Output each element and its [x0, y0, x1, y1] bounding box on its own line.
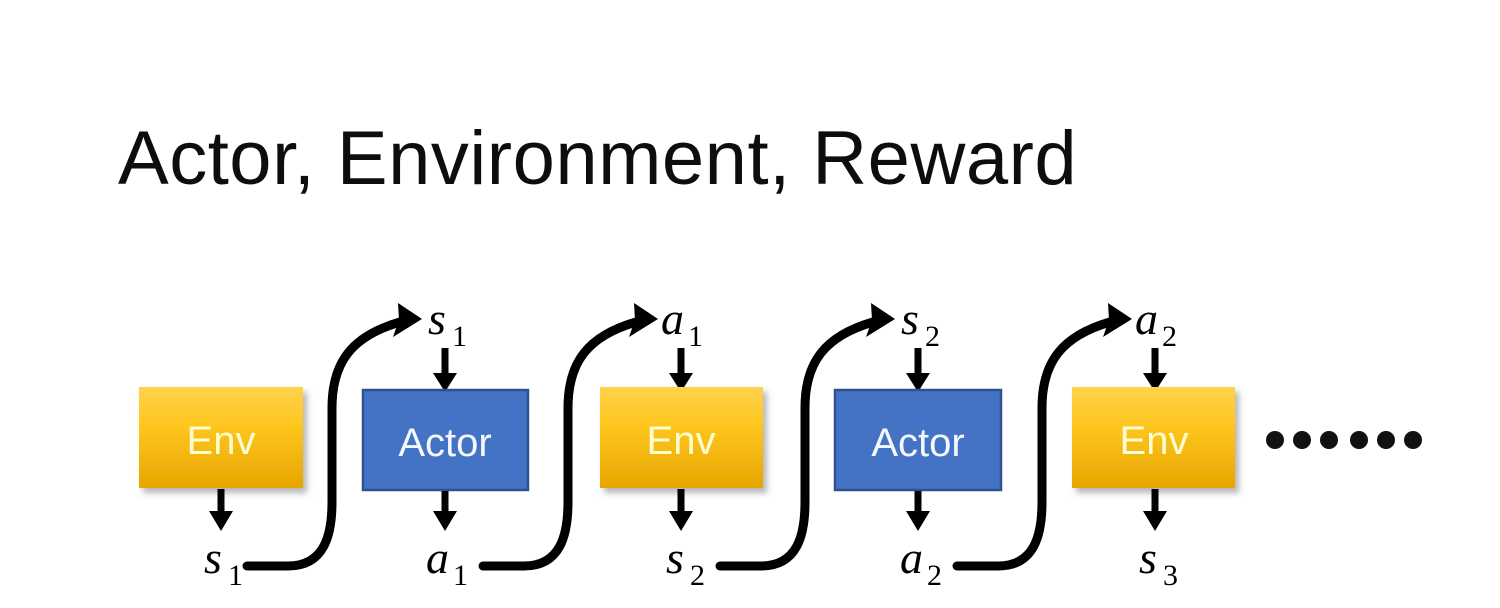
label-bottom-s2: s 2 [666, 532, 705, 592]
label-bottom-s2-sub: 2 [690, 559, 705, 592]
connector-a1-path [478, 317, 641, 571]
block-actor-1[interactable]: Actor [361, 388, 530, 492]
page-title: Actor, Environment, Reward [118, 116, 1078, 201]
label-top-s1: s 1 [428, 293, 467, 353]
connector-a1-arrowhead [629, 303, 658, 337]
arrow-a2-into-env3 [1143, 348, 1167, 392]
arrow-env1-to-s1 [209, 489, 233, 531]
label-bottom-s1: s 1 [204, 532, 243, 592]
arrow-actor1-to-a1 [433, 491, 457, 531]
block-actor-2-shape [833, 388, 1003, 492]
label-top-a2-base: a [1135, 293, 1158, 344]
label-bottom-a1: a 1 [426, 532, 468, 592]
block-env-2-shape [600, 387, 763, 488]
connector-s1-path [242, 317, 405, 571]
label-bottom-a2-sub: 2 [927, 559, 942, 592]
label-bottom-s3-base: s [1139, 532, 1157, 583]
label-bottom-s3-sub: 3 [1163, 559, 1178, 592]
connector-s1-arrowhead [393, 303, 422, 337]
label-bottom-s2-base: s [666, 532, 684, 583]
connector-s2 [715, 303, 895, 571]
block-env-2[interactable]: Env [600, 387, 763, 488]
arrow-a1-into-env2 [669, 348, 693, 392]
block-env-3-shape [1072, 387, 1235, 488]
label-top-s2-base: s [901, 293, 919, 344]
arrow-s2-into-actor2 [906, 348, 930, 392]
block-env-1-shape [139, 387, 303, 488]
block-env-3[interactable]: Env [1072, 387, 1235, 488]
process-blocks: Env Actor Env Actor Env [139, 387, 1235, 492]
block-actor-1-shape [361, 388, 530, 492]
connector-a2-path [952, 317, 1115, 571]
label-bottom-a1-base: a [426, 532, 449, 583]
label-top-a1: a 1 [661, 293, 703, 353]
arrow-env2-to-s2 [669, 489, 693, 531]
arrow-env3-to-s3 [1143, 489, 1167, 531]
label-top-a1-sub: 1 [688, 320, 703, 353]
block-env-2-label: Env [647, 419, 716, 463]
arrow-s1-into-actor1 [433, 348, 457, 392]
label-bottom-a2-base: a [900, 532, 923, 583]
label-top-s1-base: s [428, 293, 446, 344]
arrow-actor2-to-a2 [906, 491, 930, 531]
flow-connectors [242, 303, 1132, 571]
connector-a2 [952, 303, 1132, 571]
label-bottom-a2: a 2 [900, 532, 942, 592]
label-bottom-s3: s 3 [1139, 532, 1178, 592]
block-env-1-label: Env [187, 419, 256, 463]
continuation-ellipsis-icon [1266, 431, 1422, 449]
label-bottom-a1-sub: 1 [453, 559, 468, 592]
label-top-a1-base: a [661, 293, 684, 344]
connector-s1 [242, 303, 422, 571]
label-bottom-s1-base: s [204, 532, 222, 583]
label-bottom-s1-sub: 1 [228, 559, 243, 592]
connector-s2-arrowhead [866, 303, 895, 337]
connector-a2-arrowhead [1103, 303, 1132, 337]
top-state-action-labels: s 1 a 1 s 2 a 2 [428, 293, 1177, 353]
label-top-s1-sub: 1 [452, 320, 467, 353]
block-actor-2[interactable]: Actor [833, 388, 1003, 492]
label-top-a2: a 2 [1135, 293, 1177, 353]
label-top-a2-sub: 2 [1162, 320, 1177, 353]
label-top-s2-sub: 2 [925, 320, 940, 353]
connector-s2-path [715, 317, 878, 571]
label-top-s2: s 2 [901, 293, 940, 353]
block-actor-1-label: Actor [398, 421, 491, 465]
block-actor-2-label: Actor [871, 421, 964, 465]
bottom-state-action-labels: s 1 a 1 s 2 a 2 s 3 [204, 532, 1178, 592]
label-to-box-arrows [433, 348, 1167, 392]
connector-a1 [478, 303, 658, 571]
block-env-1[interactable]: Env [139, 387, 303, 488]
block-env-3-label: Env [1120, 419, 1189, 463]
box-to-label-arrows [209, 489, 1167, 531]
